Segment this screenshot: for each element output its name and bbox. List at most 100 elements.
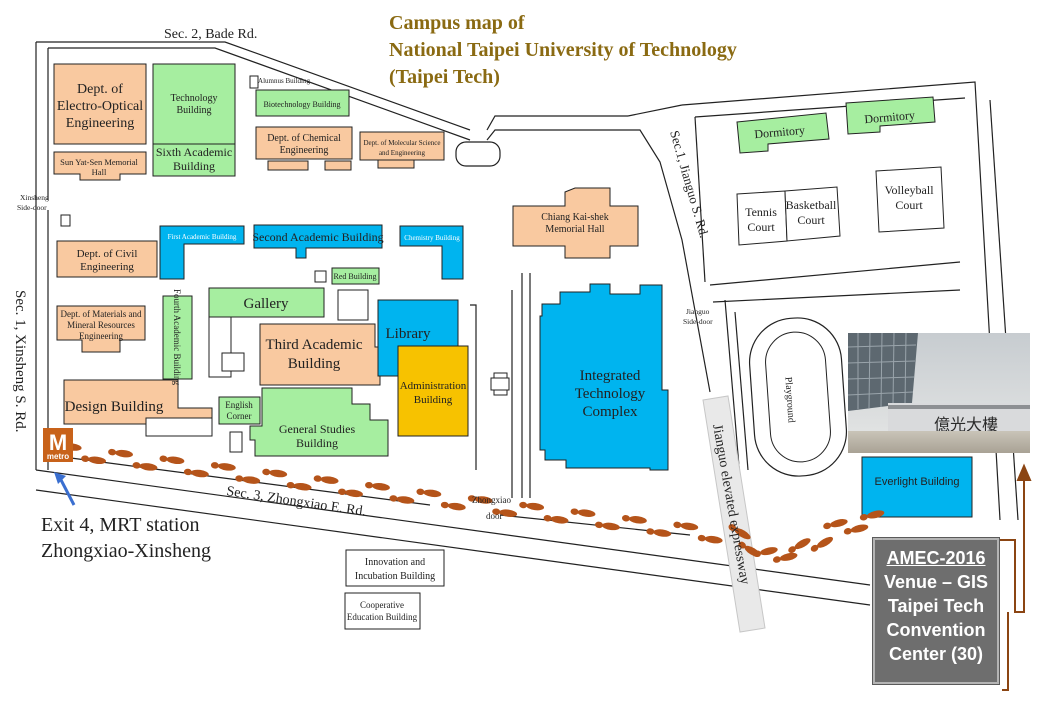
title-line-2: National Taipei University of Technology [389,39,737,61]
road-label-zhongxiao: Sec. 3, Zhongxiao E. Rd. [225,484,366,520]
metro-letter: M [49,430,67,455]
building-fourth-academic[interactable] [162,295,193,380]
building-biotechnology[interactable] [255,89,350,117]
building-cooperative[interactable] [344,592,421,630]
roundabout [455,141,501,167]
building-gallery[interactable] [208,287,325,318]
label-materials-2: Mineral Resources [67,320,135,330]
building-general-studies[interactable] [249,387,389,457]
label-sun-yat-sen-2: Hall [92,167,107,177]
metro-icon[interactable]: M metro [43,428,73,462]
building-civil[interactable] [56,214,158,278]
playground[interactable] [747,315,850,479]
label-electro-optical-3: Engineering [66,116,134,131]
photo-sign-text: 億光大樓 [934,416,998,434]
label-biotechnology: Biotechnology Building [263,100,340,109]
footprint [543,515,569,524]
footprint [210,462,236,471]
footprint [338,488,363,498]
label-cooperative-1: Cooperative [360,600,404,610]
label-molecular-2: and Engineering [379,149,426,157]
label-civil-2: Engineering [80,261,134,273]
label-molecular-1: Dept. of Molecular Science [364,139,441,147]
label-technology-1: Technology [170,93,217,104]
title-line-3: (Taipei Tech) [389,66,500,88]
building-administration[interactable] [397,345,469,437]
footprint [365,481,390,491]
label-materials-1: Dept. of Materials and [61,309,142,319]
footprint [262,468,288,478]
label-playground: Playground [782,376,796,423]
building-everlight[interactable] [861,456,973,518]
label-sun-yat-sen-1: Sun Yat-Sen Memorial [60,157,138,167]
design-annex [145,417,213,437]
label-volleyball-2: Court [895,198,923,212]
venue-arrow [1000,463,1032,691]
label-library: Library [386,326,431,342]
gate-xinsheng-line1: Xinsheng [20,193,49,202]
label-electro-optical-1: Dept. of [77,82,123,97]
footprint [788,538,811,554]
venue-box[interactable]: AMEC-2016 Venue – GIS Taipei Tech Conven… [873,538,999,684]
label-electro-optical-2: Electro-Optical [57,99,143,114]
label-third-2: Building [288,356,341,372]
footprint [81,455,106,465]
label-fourth-academic: Fourth Academic Building [172,289,182,385]
footprint [673,521,699,531]
label-chemical-1: Dept. of Chemical [267,133,341,144]
building-red[interactable] [314,267,380,285]
label-cooperative-2: Education Building [347,612,418,622]
footprint [621,515,647,524]
building-second-academic[interactable] [253,224,383,259]
road-label-xinsheng: Sec. 1, Xinsheng S. Rd. [12,290,28,433]
everlight-photo: 億光大樓 [848,333,1030,453]
label-general-2: Building [296,436,338,450]
exit-line-2: Zhongxiao-Xinsheng [41,540,211,562]
venue-line-5: Center (30) [888,644,984,664]
gate-jianguo-line1: Jianguo [686,307,710,316]
footprint [235,475,261,484]
building-technology[interactable] [152,63,236,177]
building-chemistry[interactable] [399,225,464,280]
label-innovation-1: Innovation and [365,557,425,568]
label-everlight: Everlight Building [875,476,960,488]
building-integrated-technology[interactable] [539,283,669,471]
footprint [389,495,415,504]
label-chiang-1: Chiang Kai-shek [541,212,609,223]
label-integrated-1: Integrated [580,368,641,384]
building-first-academic[interactable] [159,225,245,280]
footprint [728,524,751,540]
label-innovation-2: Incubation Building [355,571,435,582]
gate-jianguo-line2: Side-door [683,317,713,326]
footprint [570,508,596,517]
building-innovation[interactable] [345,549,445,587]
label-tennis-1: Tennis [745,205,777,219]
building-sun-yat-sen[interactable] [53,151,147,181]
footprint [753,547,778,558]
footprint [859,510,885,521]
building-labels: Dept. of Electro-Optical Engineering Sun… [57,77,960,622]
building-molecular[interactable] [359,131,445,169]
label-sixth-2: Building [173,159,215,173]
label-red: Red Building [334,272,377,281]
venue-line-4: Convention [886,620,986,640]
label-sixth-1: Sixth Academic [156,145,232,159]
building-dormitory-1[interactable] [736,112,830,154]
metro-word: metro [47,452,69,461]
building-materials[interactable] [56,305,146,353]
building-english-corner[interactable] [218,396,261,425]
building-third-academic[interactable] [259,323,381,386]
courts [736,166,945,246]
footprint [519,501,545,511]
footprint [595,521,620,531]
building-chiang-kai-shek[interactable] [512,187,639,259]
footprint [646,528,672,537]
footprint [159,455,185,465]
building-dormitory-2[interactable] [845,96,936,135]
building-chemical-eng[interactable] [255,126,353,171]
label-chemical-2: Engineering [280,145,329,156]
building-electro-optical[interactable] [53,63,147,145]
footprint [286,481,312,491]
venue-line-1: AMEC-2016 [886,548,986,568]
